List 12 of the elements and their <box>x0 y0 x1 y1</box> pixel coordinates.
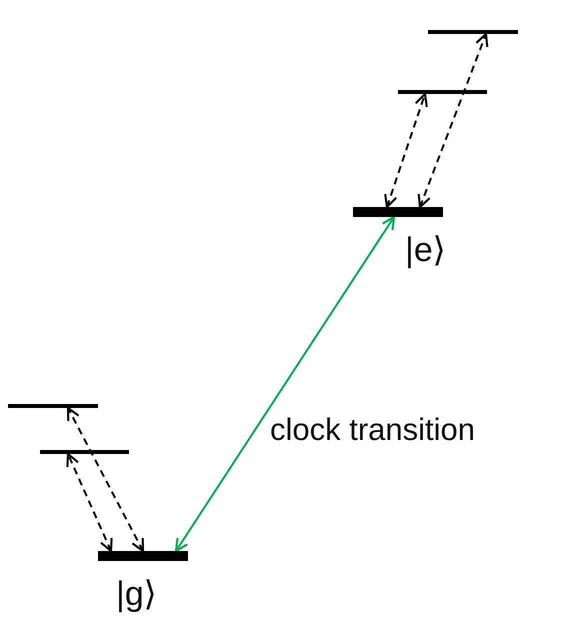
energy-level-bar <box>398 90 487 94</box>
state-label: |e⟩ <box>405 231 446 269</box>
energy-level-bar <box>8 404 98 408</box>
arrow <box>66 452 113 552</box>
arrow <box>418 32 488 208</box>
arrow <box>174 216 396 552</box>
arrow <box>384 92 428 208</box>
energy-level-bar <box>428 30 518 34</box>
arrow <box>66 406 144 552</box>
energy-level-bar <box>40 450 129 454</box>
edge-label: clock transition <box>270 412 476 448</box>
state-label: |g⟩ <box>116 575 157 613</box>
